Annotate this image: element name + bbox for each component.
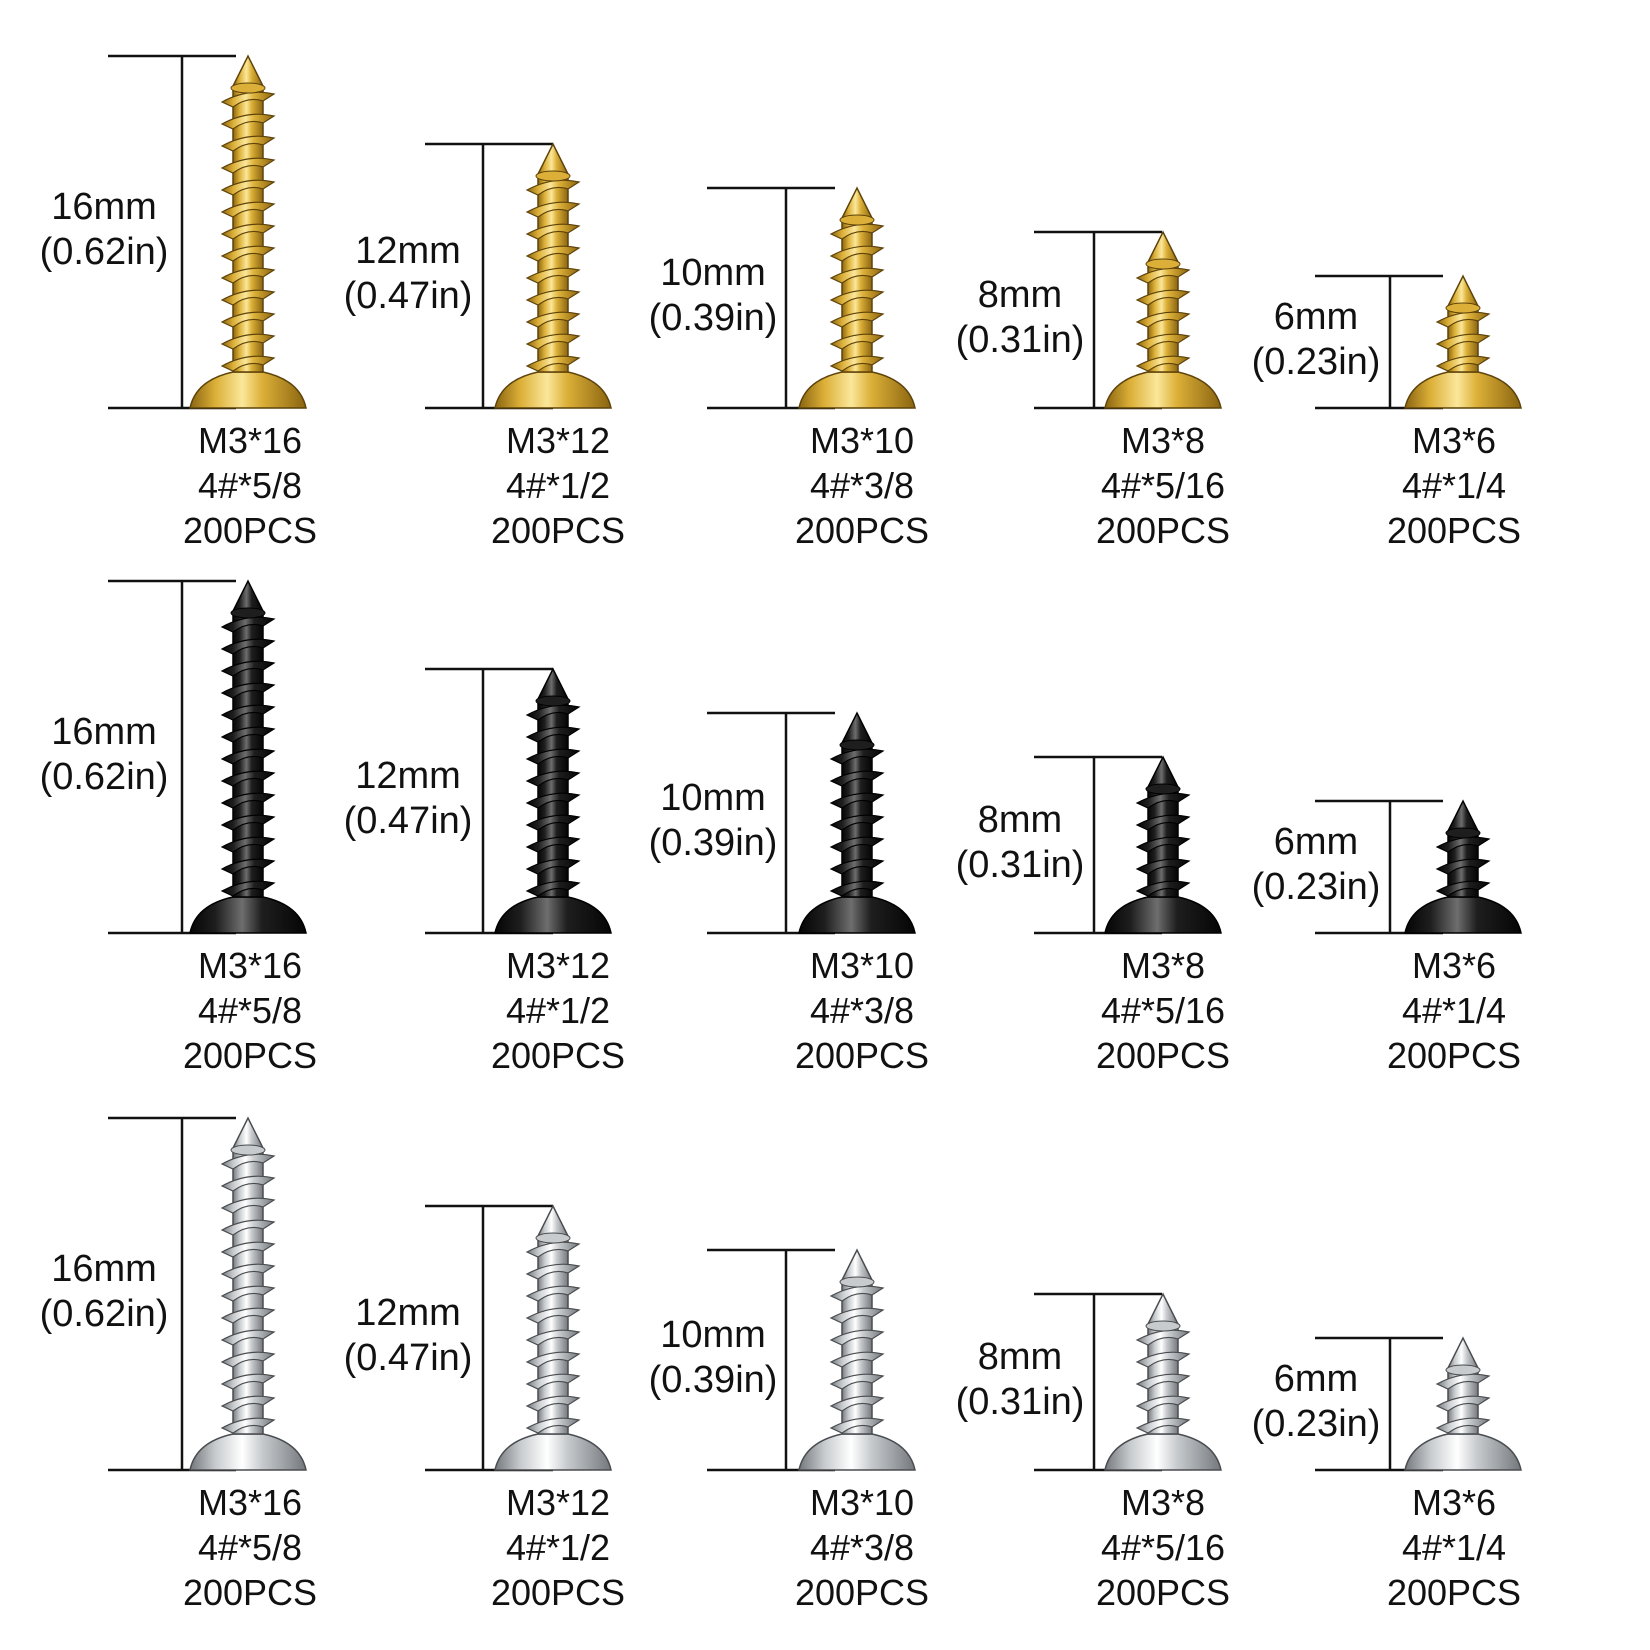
metric-size-label: M3*16 bbox=[197, 420, 303, 461]
quantity-label: 200PCS bbox=[1386, 1572, 1522, 1613]
imperial-size-label: 4#*5/8 bbox=[197, 990, 303, 1031]
length-inch-label: (0.39in) bbox=[648, 1359, 778, 1401]
length-inch-label: (0.31in) bbox=[955, 1381, 1085, 1423]
imperial-size-label: 4#*3/8 bbox=[809, 465, 915, 506]
countersunk-wood-screw-icon bbox=[1104, 230, 1222, 409]
length-inch-label: (0.62in) bbox=[39, 1293, 169, 1335]
imperial-size-label: 4#*1/4 bbox=[1401, 990, 1507, 1031]
countersunk-wood-screw-icon bbox=[494, 142, 612, 409]
imperial-size-label: 4#*3/8 bbox=[809, 1527, 915, 1568]
quantity-label: 200PCS bbox=[490, 510, 626, 551]
quantity-label: 200PCS bbox=[794, 1035, 930, 1076]
imperial-size-label: 4#*1/2 bbox=[505, 465, 611, 506]
metric-size-label: M3*12 bbox=[505, 945, 611, 986]
countersunk-wood-screw-icon bbox=[798, 186, 916, 409]
metric-size-label: M3*8 bbox=[1120, 945, 1206, 986]
countersunk-wood-screw-icon bbox=[1404, 1336, 1522, 1471]
metric-size-label: M3*16 bbox=[197, 1482, 303, 1523]
length-inch-label: (0.31in) bbox=[955, 319, 1085, 361]
length-mm-label: 6mm bbox=[1273, 1358, 1359, 1400]
length-inch-label: (0.39in) bbox=[648, 822, 778, 864]
length-mm-label: 16mm bbox=[51, 1248, 157, 1290]
imperial-size-label: 4#*3/8 bbox=[809, 990, 915, 1031]
countersunk-wood-screw-icon bbox=[189, 54, 307, 409]
length-mm-label: 10mm bbox=[660, 252, 766, 294]
quantity-label: 200PCS bbox=[1095, 1035, 1231, 1076]
quantity-label: 200PCS bbox=[490, 1572, 626, 1613]
length-inch-label: (0.39in) bbox=[648, 297, 778, 339]
countersunk-wood-screw-icon bbox=[494, 667, 612, 934]
quantity-label: 200PCS bbox=[182, 1572, 318, 1613]
metric-size-label: M3*8 bbox=[1120, 1482, 1206, 1523]
imperial-size-label: 4#*1/4 bbox=[1401, 465, 1507, 506]
countersunk-wood-screw-icon bbox=[1104, 1292, 1222, 1471]
countersunk-wood-screw-icon bbox=[1404, 799, 1522, 934]
length-mm-label: 12mm bbox=[355, 230, 461, 272]
length-inch-label: (0.23in) bbox=[1251, 866, 1381, 908]
metric-size-label: M3*6 bbox=[1411, 420, 1497, 461]
length-mm-label: 16mm bbox=[51, 711, 157, 753]
length-inch-label: (0.31in) bbox=[955, 844, 1085, 886]
countersunk-wood-screw-icon bbox=[798, 711, 916, 934]
length-mm-label: 6mm bbox=[1273, 296, 1359, 338]
imperial-size-label: 4#*1/2 bbox=[505, 990, 611, 1031]
countersunk-wood-screw-icon bbox=[798, 1248, 916, 1471]
countersunk-wood-screw-icon bbox=[494, 1204, 612, 1471]
countersunk-wood-screw-icon bbox=[1104, 755, 1222, 934]
length-inch-label: (0.23in) bbox=[1251, 1403, 1381, 1445]
length-inch-label: (0.23in) bbox=[1251, 341, 1381, 383]
metric-size-label: M3*12 bbox=[505, 420, 611, 461]
quantity-label: 200PCS bbox=[794, 1572, 930, 1613]
length-mm-label: 8mm bbox=[977, 1336, 1063, 1378]
quantity-label: 200PCS bbox=[794, 510, 930, 551]
length-inch-label: (0.47in) bbox=[343, 1337, 473, 1379]
length-mm-label: 6mm bbox=[1273, 821, 1359, 863]
metric-size-label: M3*10 bbox=[809, 420, 915, 461]
length-inch-label: (0.47in) bbox=[343, 800, 473, 842]
imperial-size-label: 4#*5/8 bbox=[197, 1527, 303, 1568]
countersunk-wood-screw-icon bbox=[1404, 274, 1522, 409]
metric-size-label: M3*12 bbox=[505, 1482, 611, 1523]
imperial-size-label: 4#*1/4 bbox=[1401, 1527, 1507, 1568]
quantity-label: 200PCS bbox=[182, 1035, 318, 1076]
countersunk-wood-screw-icon bbox=[189, 1116, 307, 1471]
quantity-label: 200PCS bbox=[1386, 1035, 1522, 1076]
length-mm-label: 8mm bbox=[977, 799, 1063, 841]
metric-size-label: M3*8 bbox=[1120, 420, 1206, 461]
metric-size-label: M3*10 bbox=[809, 945, 915, 986]
length-mm-label: 10mm bbox=[660, 1314, 766, 1356]
length-mm-label: 10mm bbox=[660, 777, 766, 819]
imperial-size-label: 4#*5/16 bbox=[1100, 1527, 1226, 1568]
metric-size-label: M3*10 bbox=[809, 1482, 915, 1523]
length-mm-label: 8mm bbox=[977, 274, 1063, 316]
quantity-label: 200PCS bbox=[1095, 1572, 1231, 1613]
quantity-label: 200PCS bbox=[490, 1035, 626, 1076]
length-mm-label: 16mm bbox=[51, 186, 157, 228]
quantity-label: 200PCS bbox=[182, 510, 318, 551]
metric-size-label: M3*6 bbox=[1411, 1482, 1497, 1523]
imperial-size-label: 4#*5/8 bbox=[197, 465, 303, 506]
length-inch-label: (0.62in) bbox=[39, 231, 169, 273]
length-mm-label: 12mm bbox=[355, 1292, 461, 1334]
metric-size-label: M3*6 bbox=[1411, 945, 1497, 986]
metric-size-label: M3*16 bbox=[197, 945, 303, 986]
quantity-label: 200PCS bbox=[1095, 510, 1231, 551]
length-inch-label: (0.47in) bbox=[343, 275, 473, 317]
imperial-size-label: 4#*5/16 bbox=[1100, 465, 1226, 506]
imperial-size-label: 4#*1/2 bbox=[505, 1527, 611, 1568]
length-inch-label: (0.62in) bbox=[39, 756, 169, 798]
length-mm-label: 12mm bbox=[355, 755, 461, 797]
quantity-label: 200PCS bbox=[1386, 510, 1522, 551]
countersunk-wood-screw-icon bbox=[189, 579, 307, 934]
imperial-size-label: 4#*5/16 bbox=[1100, 990, 1226, 1031]
